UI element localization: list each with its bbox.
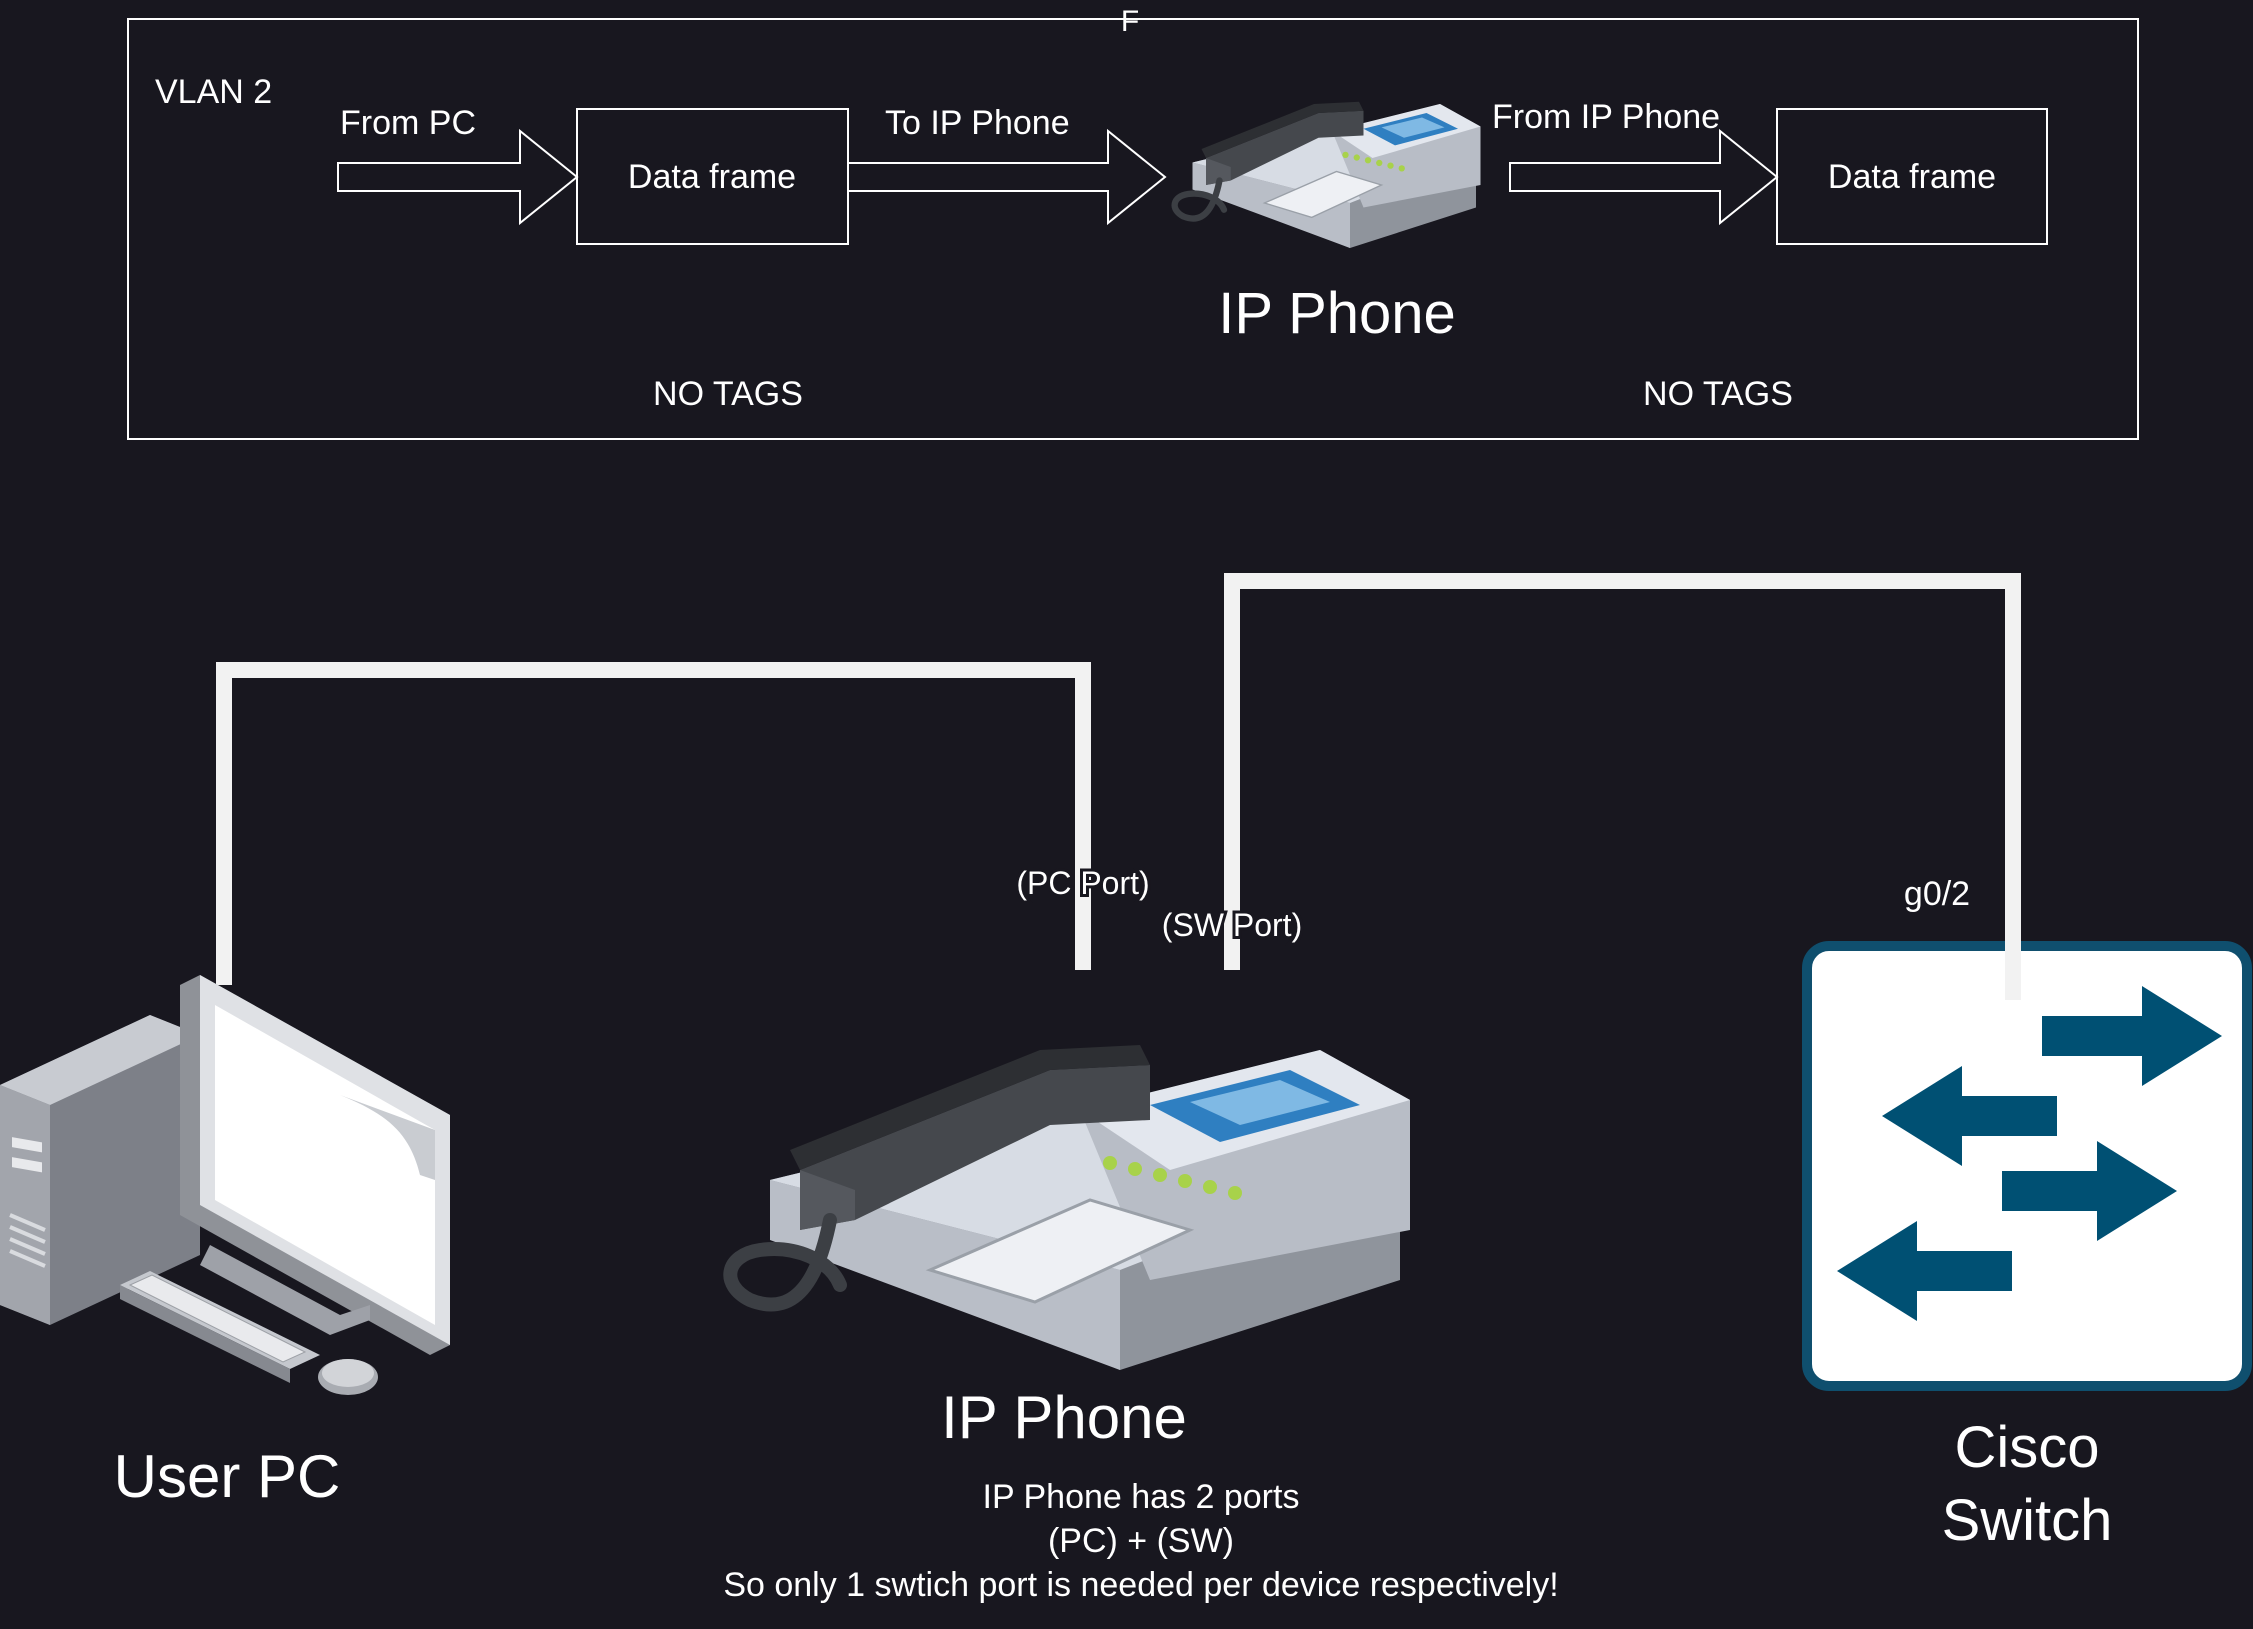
desktop-computer-icon bbox=[0, 973, 452, 1397]
cable-pc-to-phone bbox=[216, 662, 1091, 985]
data-frame-label-left: Data frame bbox=[628, 158, 796, 196]
box-corner-mark: F bbox=[1121, 5, 1139, 38]
note-line-2: (PC) + (SW) bbox=[1048, 1522, 1234, 1560]
vlan-phone-label: IP Phone bbox=[1218, 281, 1456, 346]
vlan-frame-section: F VLAN 2 From PC Data frame To IP Phone … bbox=[127, 5, 2139, 440]
user-pc-label: User PC bbox=[114, 1443, 341, 1510]
switch-label: Switch bbox=[1942, 1488, 2113, 1553]
vlan-box bbox=[127, 18, 2139, 440]
to-ip-phone-label: To IP Phone bbox=[885, 104, 1070, 142]
from-ip-phone-label: From IP Phone bbox=[1492, 98, 1720, 136]
data-frame-box-right bbox=[1776, 108, 2048, 245]
pc-port-label: (PC Port) bbox=[1016, 865, 1149, 901]
switch-port-label: g0/2 bbox=[1904, 875, 1970, 913]
vlan-label: VLAN 2 bbox=[155, 73, 272, 111]
cisco-label: Cisco bbox=[1954, 1415, 2099, 1480]
network-switch-icon bbox=[1807, 946, 2247, 1386]
ip-phone-device-icon bbox=[730, 1045, 1410, 1370]
topology-section: (PC Port) (SW Port) g0/2 User PC IP Phon… bbox=[0, 573, 2247, 1604]
sw-port-label: (SW Port) bbox=[1162, 907, 1302, 943]
ip-phone-icon bbox=[1175, 102, 1481, 248]
arrow-from-ip-phone bbox=[1509, 128, 1779, 226]
ip-phone-label: IP Phone bbox=[941, 1384, 1187, 1451]
cable-phone-to-switch bbox=[1224, 573, 2021, 1000]
note-line-3: So only 1 swtich port is needed per devi… bbox=[723, 1566, 1558, 1604]
no-tags-right: NO TAGS bbox=[1643, 375, 1793, 413]
data-frame-label-right: Data frame bbox=[1828, 158, 1996, 196]
arrow-to-ip-phone bbox=[847, 128, 1167, 226]
from-pc-label: From PC bbox=[340, 104, 476, 142]
note-line-1: IP Phone has 2 ports bbox=[983, 1478, 1300, 1516]
no-tags-left: NO TAGS bbox=[653, 375, 803, 413]
arrow-from-pc bbox=[337, 128, 579, 226]
